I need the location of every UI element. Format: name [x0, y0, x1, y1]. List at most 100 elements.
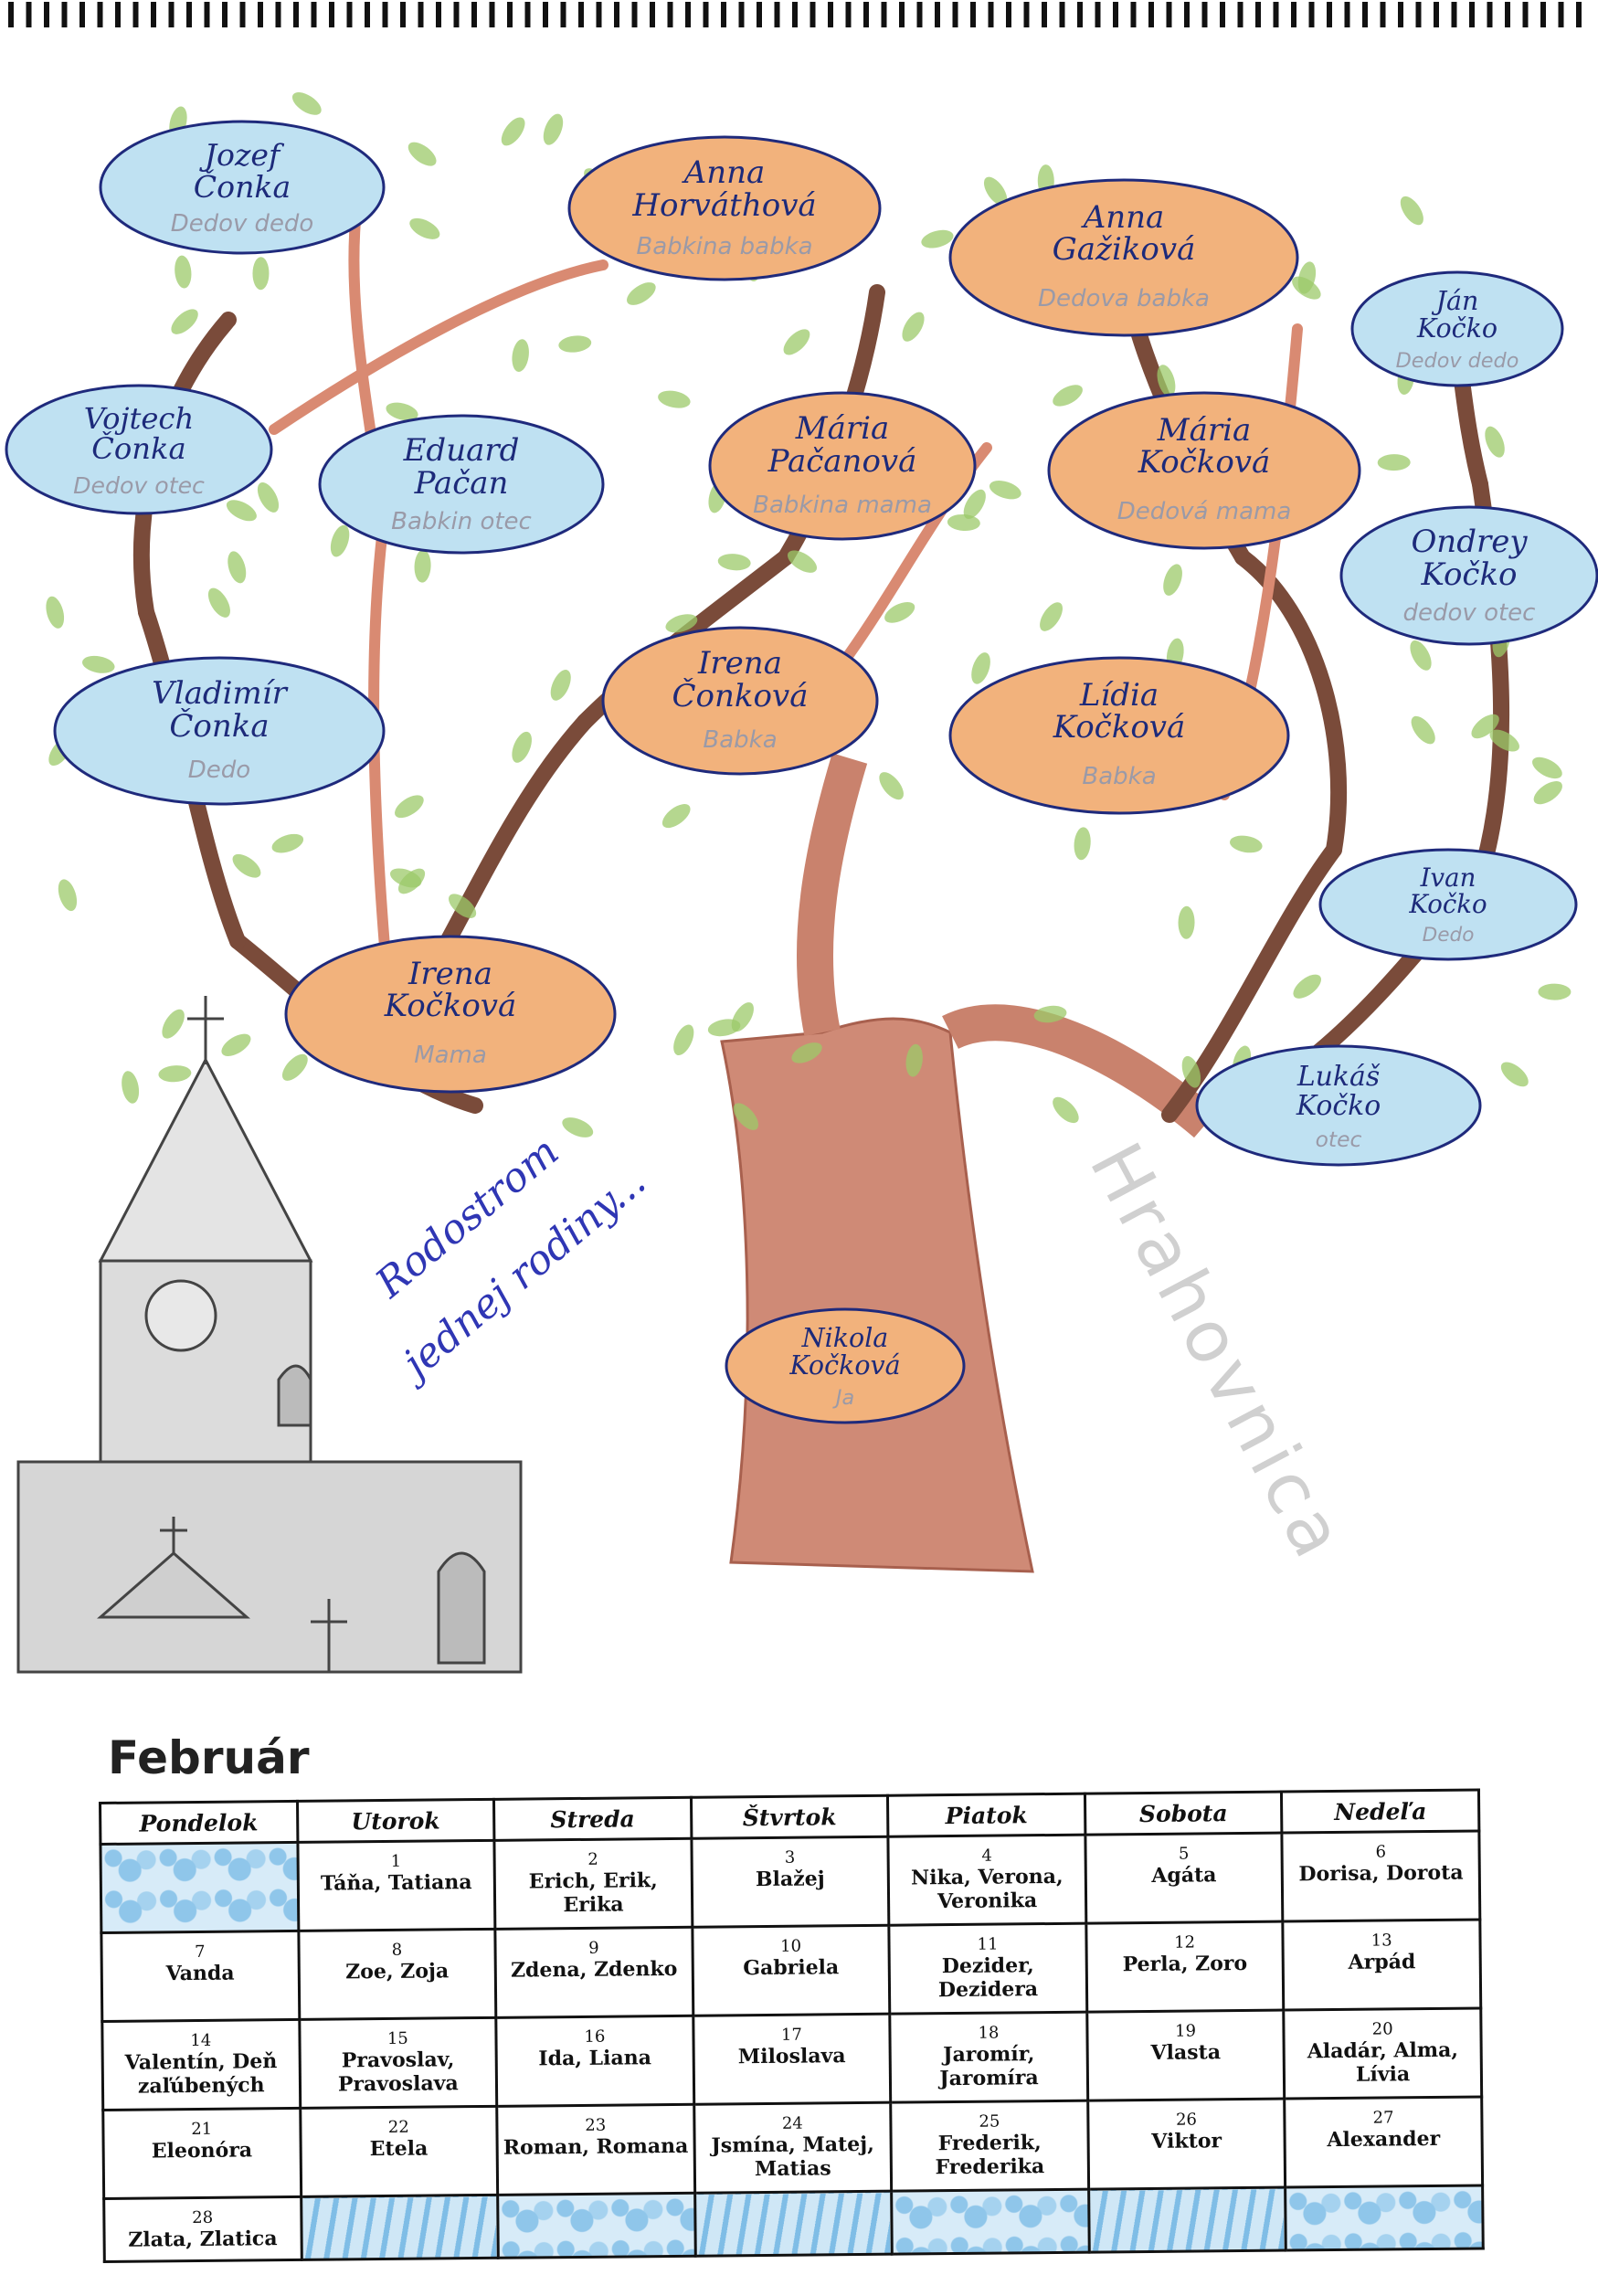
name-day: Agáta — [1151, 1863, 1217, 1888]
day-number: 23 — [585, 2115, 607, 2135]
church-drawing — [16, 996, 523, 1674]
day-number: 8 — [391, 1940, 403, 1960]
name-day: Zoe, Zoja — [345, 1959, 450, 1984]
member-oval-nikola — [725, 1307, 966, 1424]
day-number: 14 — [190, 2030, 212, 2051]
day-number: 1 — [390, 1851, 402, 1871]
decorative-empty-cell — [1088, 2187, 1286, 2253]
member-oval-anna-g — [948, 178, 1299, 337]
name-day: Dorisa, Dorota — [1298, 1860, 1464, 1887]
name-day: Aladár, Alma, Lívia — [1307, 2037, 1459, 2087]
day-number: 15 — [386, 2028, 408, 2048]
name-day: Alexander — [1327, 2126, 1441, 2153]
name-day: Zdena, Zdenko — [510, 1956, 678, 1983]
day-number: 19 — [1175, 2021, 1197, 2041]
member-surname: Čonka — [91, 431, 186, 467]
member-given-name: Jozef — [204, 137, 280, 174]
member-oval-lukas — [1195, 1044, 1482, 1167]
weekday-header: Streda — [493, 1797, 692, 1841]
day-number: 26 — [1175, 2110, 1198, 2130]
member-oval-jozef — [99, 120, 386, 255]
member-given-name: Irena — [698, 645, 782, 682]
day-number: 24 — [781, 2113, 803, 2133]
member-given-name: Ivan — [1420, 862, 1476, 893]
member-surname: Kočko — [1416, 313, 1498, 344]
day-number: 22 — [387, 2117, 409, 2137]
name-day: Frederik, Frederika — [935, 2131, 1045, 2180]
day-number: 12 — [1174, 1932, 1196, 1952]
member-surname: Čonka — [193, 168, 291, 205]
day-number: 3 — [784, 1847, 796, 1867]
member-given-name: Irena — [408, 955, 492, 992]
weekday-header: Štvrtok — [691, 1795, 889, 1839]
member-surname: Kočko — [1421, 555, 1518, 593]
member-surname: Kočková — [789, 1350, 901, 1381]
name-day: Perla, Zoro — [1122, 1951, 1248, 1977]
name-day: Etela — [369, 2136, 429, 2162]
member-oval-anna-h — [567, 135, 882, 281]
member-surname: Gažiková — [1052, 231, 1196, 269]
family-tree-drawing — [5, 92, 1598, 1674]
name-day: Erich, Erik, Erika — [528, 1868, 658, 1918]
member-relation-jozef: Dedov dedo — [170, 210, 314, 238]
weekday-header: Pondelok — [100, 1801, 298, 1845]
member-relation-vojtech: Dedov otec — [73, 471, 205, 499]
day-number: 11 — [977, 1934, 999, 1954]
name-day: Pravoslav, Pravoslava — [337, 2047, 459, 2097]
spiral-binding — [8, 2, 1582, 27]
day-number: 4 — [981, 1846, 992, 1866]
name-day: Roman, Romana — [503, 2133, 689, 2160]
day-number: 10 — [779, 1936, 802, 1956]
day-number: 9 — [588, 1938, 599, 1958]
member-surname: Čonková — [672, 678, 809, 715]
day-number: 16 — [584, 2026, 606, 2047]
member-relation-ivan: Dedo — [1422, 924, 1475, 947]
member-oval-eduard — [318, 414, 605, 555]
name-day: Miloslava — [737, 2044, 846, 2069]
member-given-name: Lukáš — [1296, 1061, 1381, 1094]
member-surname: Pačan — [414, 464, 509, 502]
decorative-empty-cell — [694, 2191, 893, 2257]
member-oval-lidia — [948, 656, 1290, 815]
member-given-name: Anna — [683, 153, 766, 191]
day-number: 17 — [780, 2025, 803, 2045]
member-surname: Čonka — [169, 708, 270, 746]
member-relation-nikola: Ja — [835, 1385, 855, 1410]
member-relation-lukas: otec — [1315, 1126, 1362, 1152]
name-day: Ida, Liana — [538, 2046, 652, 2071]
weekday-header: Nedeľa — [1281, 1790, 1479, 1834]
day-number: 13 — [1370, 1931, 1392, 1951]
member-oval-vojtech — [5, 384, 273, 515]
member-oval-maria-k — [1047, 391, 1361, 550]
member-given-name: Ján — [1435, 286, 1479, 317]
name-day: Vlasta — [1150, 2040, 1222, 2065]
day-number: 21 — [191, 2119, 213, 2140]
name-day: Zlata, Zlatica — [128, 2227, 278, 2252]
day-number: 18 — [978, 2023, 1000, 2043]
